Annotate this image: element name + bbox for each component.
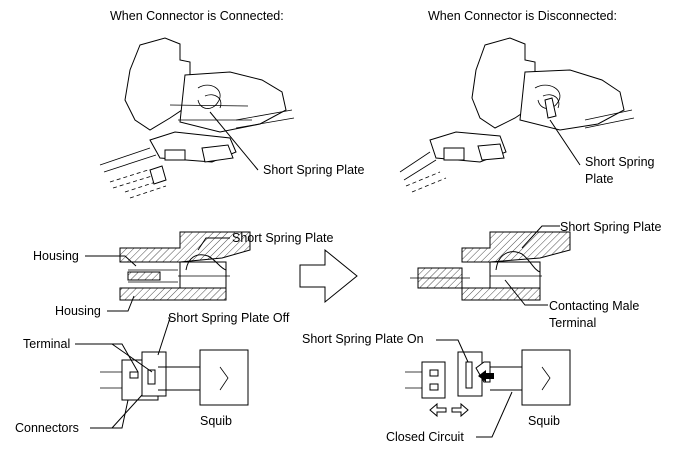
label-closed-circuit: Closed Circuit: [386, 430, 464, 444]
label-spring-plate-on: Short Spring Plate On: [302, 332, 424, 346]
label-short-spring-plate-top-left: Short Spring Plate: [263, 163, 364, 177]
title-connected: When Connector is Connected:: [110, 9, 284, 23]
connector-3d-disconnected: [399, 37, 635, 193]
connector-3d-connected: [99, 37, 295, 199]
label-terminal: Terminal: [23, 337, 70, 351]
right-arrow-outline-icon: [299, 248, 358, 304]
label-connectors: Connectors: [15, 421, 79, 435]
left-right-arrows-icon: [429, 402, 469, 418]
label-contacting-male-l2: Terminal: [549, 316, 596, 330]
title-disconnected: When Connector is Disconnected:: [428, 9, 617, 23]
label-spring-plate-off: Short Spring Plate Off: [168, 311, 290, 325]
cross-section-connected: [85, 231, 251, 312]
label-short-spring-plate-top-right-l1: Short Spring: [585, 155, 655, 169]
label-short-spring-plate-mid-left: Short Spring Plate: [232, 231, 333, 245]
label-short-spring-plate-mid-right: Short Spring Plate: [560, 220, 661, 234]
schematic-disconnected: [405, 339, 571, 438]
label-contacting-male-l1: Contacting Male: [549, 299, 639, 313]
label-housing-lower: Housing: [55, 304, 101, 318]
label-housing-upper: Housing: [33, 249, 79, 263]
cross-section-disconnected: [410, 225, 571, 306]
schematic-connected: [75, 317, 249, 429]
label-squib-right: Squib: [528, 414, 560, 428]
label-short-spring-plate-top-right-l2: Plate: [585, 172, 614, 186]
solid-left-arrow-icon: [478, 370, 494, 382]
label-squib-left: Squib: [200, 414, 232, 428]
